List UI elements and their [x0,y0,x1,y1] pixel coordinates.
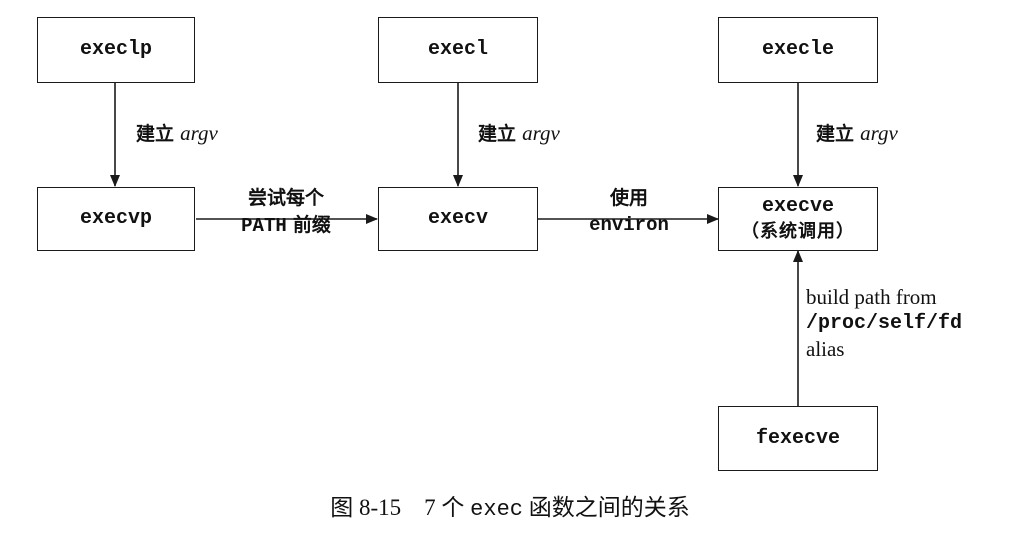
edge-label-execlp-argv: 建立 argv [136,120,218,147]
edge-label-argv-term: argv [522,121,560,145]
node-execve: execve （系统调用） [718,187,878,251]
caption-figure-number: 图 8-15 [330,495,402,520]
node-fexecve: fexecve [718,406,878,471]
edge-label-argv-term: argv [180,121,218,145]
node-execve-label: execve [761,195,834,219]
edge-label-path-env: PATH [241,214,287,237]
edge-label-build-text: 建立 [478,123,517,145]
edge-label-build-text: 建立 [816,123,855,145]
caption-keyword: exec [470,497,523,522]
edge-label-argv-term: argv [860,121,898,145]
edge-label-build-text: 建立 [136,123,175,145]
edge-label-execl-argv: 建立 argv [478,120,560,147]
node-execve-note: （系统调用） [741,221,855,243]
edge-label-prefix-text: 前缀 [292,213,331,236]
edge-label-fd-line1: build path from [806,285,937,309]
edge-label-try-path-prefix: 尝试每个 PATH 前缀 [212,186,360,238]
edge-label-fd-path: build path from /proc/self/fd alias [806,284,962,363]
edge-label-use-environ: 使用 environ [556,186,702,237]
edge-label-execle-argv: 建立 argv [816,120,898,147]
edge-label-fd-line2: /proc/self/fd [806,311,963,335]
node-execvp-label: execvp [79,207,152,230]
edge-label-try-line1: 尝试每个 [247,187,324,209]
node-execle: execle [718,17,878,83]
caption-rest: 函数之间的关系 [528,495,690,520]
edge-label-use-line1: 使用 [609,187,648,209]
node-execlp: execlp [37,17,195,83]
node-execlp-label: execlp [79,38,152,61]
node-execv-label: execv [427,207,488,230]
caption-count: 7 个 [424,495,465,520]
edge-label-environ: environ [589,213,669,236]
node-execv: execv [378,187,538,251]
node-execvp: execvp [37,187,195,251]
figure-caption: 图 8-15 7 个 exec 函数之间的关系 [0,488,1020,522]
node-fexecve-label: fexecve [755,426,840,450]
edge-label-fd-line3: alias [806,337,845,362]
node-execl: execl [378,17,538,83]
node-execl-label: execl [427,38,488,61]
node-execle-label: execle [761,38,834,61]
